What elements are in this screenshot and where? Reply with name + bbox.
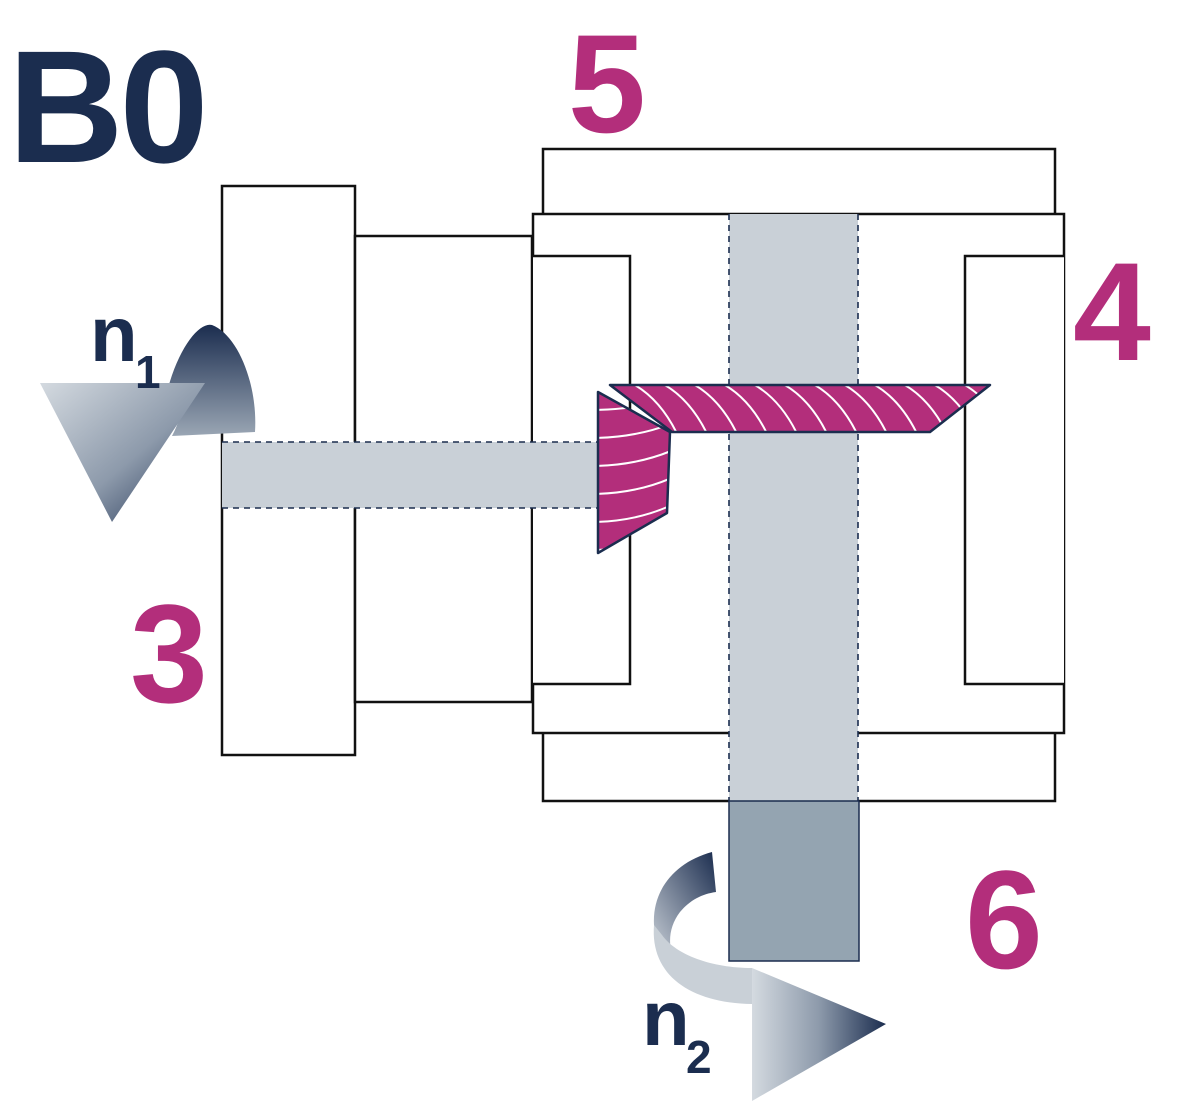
input-speed-symbol: n (90, 290, 138, 378)
label-output-shaft: 6 (965, 841, 1043, 998)
output-rotation-arrow-icon (653, 852, 886, 1101)
top-cover (541, 147, 1057, 218)
output-shaft-inner (729, 214, 858, 802)
label-housing-side: 4 (1073, 233, 1151, 390)
label-top-cover: 5 (568, 5, 646, 162)
output-speed-symbol: n (642, 974, 690, 1062)
diagram-title: B0 (8, 17, 205, 196)
label-motor: 3 (130, 575, 208, 732)
input-speed-subscript: 1 (135, 346, 161, 398)
input-shaft (222, 442, 600, 508)
output-speed-subscript: 2 (686, 1031, 712, 1083)
crown-gear (608, 383, 992, 434)
input-rotation-arrow-icon (40, 324, 256, 522)
output-shaft-end (728, 800, 860, 962)
